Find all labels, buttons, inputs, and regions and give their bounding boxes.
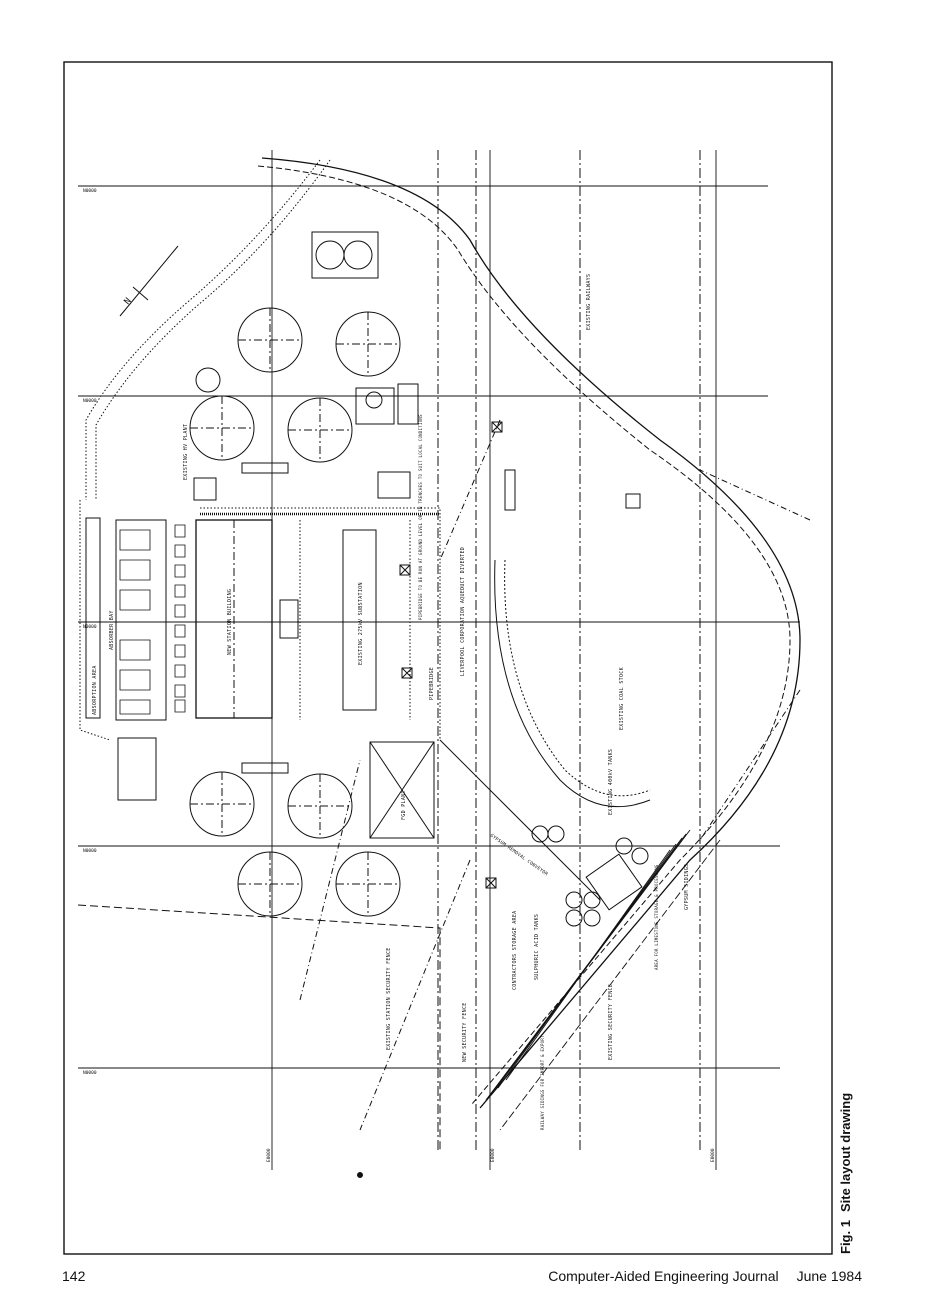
coal-stock-inner xyxy=(504,559,651,797)
hv-plant xyxy=(193,477,217,501)
label-new-security-fence: NEW SECURITY FENCE xyxy=(462,1002,468,1062)
label-railway-sidings: RAILWAY SIDINGS FOR IMPORT & EXPORT xyxy=(540,1035,545,1130)
new-security-fence xyxy=(359,859,471,1131)
label-pipebridge: PIPEBRIDGE xyxy=(429,667,435,700)
figure-caption: Fig. 1 Site layout drawing xyxy=(838,1093,853,1254)
existing-tank-box xyxy=(311,231,379,279)
coal-stock-boundary xyxy=(494,559,651,808)
label-new-station-building: NEW STATION BUILDING xyxy=(227,589,233,655)
rail-sidings xyxy=(481,829,721,1131)
absorption-area xyxy=(85,517,101,719)
grid-label: N0000 xyxy=(83,188,97,194)
absorber-units xyxy=(119,529,151,715)
label-existing-railways: EXISTING RAILWAYS xyxy=(586,274,592,330)
existing-substation xyxy=(342,529,377,711)
label-existing-station-fence: EXISTING STATION SECURITY FENCE xyxy=(386,947,392,1050)
label-existing-hv-plant: EXISTING HV PLANT xyxy=(183,424,189,480)
label-sulphuric-acid-tanks: SULPHURIC ACID TANKS xyxy=(534,914,540,980)
label-limestone-area: AREA FOR LIMESTONE STORAGE & PROCESSING xyxy=(654,864,659,970)
grid-label: E0000 xyxy=(710,1148,716,1162)
grid-label: N0000 xyxy=(83,624,97,630)
label-existing-coal-stock: EXISTING COAL STOCK xyxy=(619,667,625,730)
grid-label: E0000 xyxy=(490,1148,496,1162)
pump-row xyxy=(174,524,186,713)
label-absorber-bay: ABSORBER BAY xyxy=(109,610,115,650)
label-fgd-plant: FGD PLANT xyxy=(401,790,407,820)
aqueduct-lines xyxy=(437,150,701,1150)
grid-label: N0000 xyxy=(83,398,97,404)
figure-title: Site layout drawing xyxy=(838,1092,853,1213)
absorber-bay xyxy=(115,519,167,721)
railway-loop xyxy=(261,157,801,1109)
label-existing-security-fence: EXISTING SECURITY FENCE xyxy=(608,984,614,1060)
acid-tanks xyxy=(531,825,649,927)
storage-tanks xyxy=(189,307,401,917)
railway-loop-outer xyxy=(257,165,791,1105)
perimeter-road xyxy=(85,159,331,500)
fgd-plant xyxy=(369,741,435,839)
grid-label: N0000 xyxy=(83,848,97,854)
label-existing-substation: EXISTING 275kV SUBSTATION xyxy=(358,582,364,665)
small-building xyxy=(279,599,299,639)
pipebridge-markers xyxy=(399,421,503,889)
grid-label: E0000 xyxy=(266,1148,272,1162)
issue-date: June 1984 xyxy=(796,1268,862,1284)
label-existing-tanks: EXISTING 400kV TANKS xyxy=(608,749,614,815)
existing-station-fence xyxy=(77,904,441,1150)
label-contractors-storage: CONTRACTORS STORAGE AREA xyxy=(512,911,518,990)
label-north: N xyxy=(123,296,134,307)
page-number: 142 xyxy=(62,1268,86,1284)
site-boundary xyxy=(79,500,441,741)
journal-footer: Computer-Aided Engineering Journal June 1… xyxy=(548,1268,862,1284)
figure-number: Fig. 1 xyxy=(838,1220,853,1254)
label-absorption-area: ABSORPTION AREA xyxy=(92,665,98,715)
label-gypsum-sidings: GYPSUM SIDINGS xyxy=(684,864,690,910)
label-corporation-aqueduct: LIVERPOOL CORPORATION AQUEDUCT DIVERTED xyxy=(460,547,466,676)
journal-name: Computer-Aided Engineering Journal xyxy=(548,1268,779,1284)
limestone-area xyxy=(585,853,643,911)
north-arrow-icon xyxy=(119,245,179,317)
drawing-frame xyxy=(63,61,833,1255)
grid-label: N0000 xyxy=(83,1070,97,1076)
label-pipebridge-note: PIPEBRIDGE TO BE RUN AT GROUND LEVEL OR … xyxy=(418,414,423,620)
